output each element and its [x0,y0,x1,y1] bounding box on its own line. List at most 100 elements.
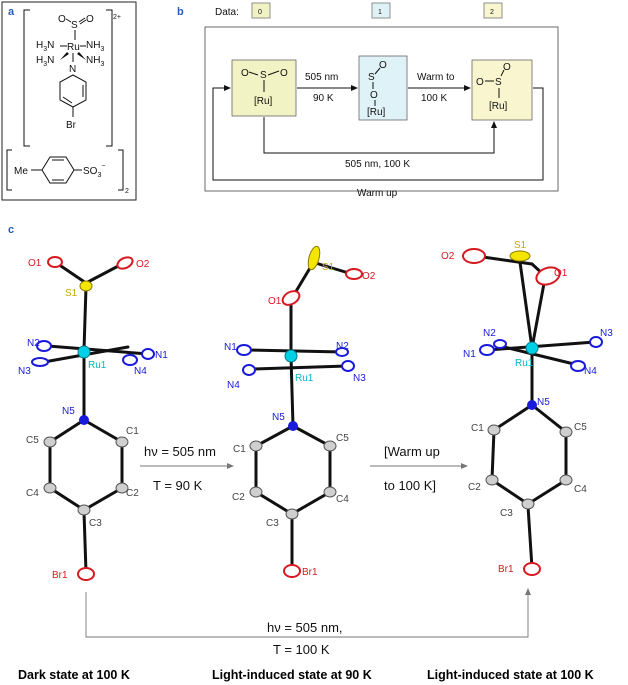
data-box-0 [251,2,271,19]
arrow-c-1-line1: hν = 505 nm [144,444,216,459]
s3-atom-o1 [535,266,561,286]
arrow2-line1: Warm to [417,72,455,83]
inner-loop-label: 505 nm, 100 K [345,159,410,170]
panel-b: b Data: 0 1 2 O S O [Ru] O S O [Ru] O O … [177,2,559,199]
s1-label-ru1: Ru1 [88,360,107,371]
s1-atom-s1 [79,280,93,292]
anion-bracket-right [118,149,124,191]
s3-atom-o2 [462,248,486,264]
ammine-upper-right: NH3 [86,40,104,53]
arrow-c-1-line2: T = 90 K [153,478,203,493]
s3-atom-n3 [589,336,603,348]
s3-label-c3: C3 [500,508,513,519]
so2-oxygen-right: O [86,14,94,25]
arrow-head-inner [491,121,497,128]
s3-label-n1: N1 [463,349,476,360]
s1-atom-n3 [31,357,49,367]
s1-bond-c3-br [82,510,88,574]
arrow-c-2-line1: [Warm up [384,444,440,459]
s2-label-o2: O2 [362,271,376,282]
ammine-lower-left: H3N [36,55,54,68]
box0-sulfur: S [260,70,267,81]
box1-oxygen-bottom: O [370,90,378,101]
s1-label-n3: N3 [18,366,31,377]
box0-bond-right [267,70,280,76]
state-box-light-100k [471,59,533,121]
s2-label-n3: N3 [353,373,366,384]
tosyl-ring [41,156,75,184]
s2-label-n2: N2 [336,341,349,352]
s2-label-o1: O1 [268,296,282,307]
cation-bracket-left [23,9,30,147]
ammine-upper-left: H3N [36,40,54,53]
arrow1-line1: 505 nm [305,72,338,83]
s3-label-s1: S1 [514,240,527,251]
s3-atom-n1 [479,344,495,356]
box2-oxygen-left: O [476,77,484,88]
s2-label-c1: C1 [233,444,246,455]
s2-atom-n2 [335,347,349,357]
so2-oxygen-left: O [58,14,66,25]
s1-atom-n2 [36,340,52,352]
so2-sulfur: S [71,20,78,31]
structure-dark-state: O1 O2 S1 N2 N3 N1 N4 Ru1 N5 C1 C2 C3 C4 … [18,256,168,581]
s2-bond-ru-n5 [289,354,295,428]
data-box-1 [371,2,391,19]
s1-atom-n5 [79,415,89,425]
so-bond-right [78,17,86,23]
arrow-head-2 [464,85,471,91]
s1-label-c2: C2 [126,488,139,499]
ammine-lower-right: NH3 [86,55,104,68]
s1-atom-c2 [115,482,129,494]
s3-atom-n5 [527,400,537,410]
s1-atom-c3 [77,504,91,516]
s2-label-n4: N4 [227,380,240,391]
s2-label-br1: Br1 [302,567,318,578]
s3-atom-c2 [485,474,499,486]
data-label: Data: [215,7,239,18]
s1-atom-n4 [122,354,138,366]
so-bond-left [65,18,72,23]
box2-ru: [Ru] [489,101,508,112]
s2-label-c3: C3 [266,518,279,529]
s3-label-n3: N3 [600,328,613,339]
s1-label-c5: C5 [26,435,39,446]
box0-oxygen-right: O [280,68,288,79]
pyridine-nitrogen: N [69,64,76,75]
s2-atom-c3 [285,508,299,520]
cation-bracket-right [106,9,113,147]
s2-atom-n1 [236,344,252,356]
s2-label-n1: N1 [224,342,237,353]
s2-ring [254,424,332,516]
s3-atom-ru1 [525,341,539,355]
panel-a-frame [1,1,137,201]
arrow1-line2: 90 K [313,93,334,104]
s2-label-c2: C2 [232,492,245,503]
arrow-c-2-line2: to 100 K] [384,478,436,493]
box1-oxygen-top: O [379,60,387,71]
pyridine-ring [59,74,87,108]
arrow-c-bottom [85,592,529,638]
s1-atom-c1 [115,436,129,448]
s1-atom-c5 [43,436,57,448]
s3-atom-br1 [523,562,541,576]
arrow-c-bottom-head [525,588,531,595]
box2-oxygen-top: O [503,62,511,73]
panel-a-letter: a [8,6,15,18]
s1-bond-s1-ru [82,285,88,352]
s2-atom-ru1 [284,349,298,363]
s3-atom-s1 [509,250,531,262]
arrow-head-1 [351,85,358,91]
panel-b-letter: b [177,6,184,18]
caption-light-100k: Light-induced state at 100 K [427,668,594,682]
state-box-light-90k [358,55,408,121]
s3-label-o1: O1 [554,268,568,279]
panel-a: a 2+ O S O Ru H3N NH3 H3N NH3 N Br 2 [1,1,137,201]
s3-bond-c3-br [526,504,534,570]
s1-label-n4: N4 [134,366,147,377]
sulfonate-group: SO3− [83,163,105,179]
s3-atom-c4 [559,474,573,486]
pyridine-double-2 [62,96,73,104]
s2-label-c4: C4 [336,494,349,505]
structure-light-90k: S1 O2 O1 N1 N4 N2 N3 Ru1 N5 C1 C5 C2 C4 … [224,245,376,578]
